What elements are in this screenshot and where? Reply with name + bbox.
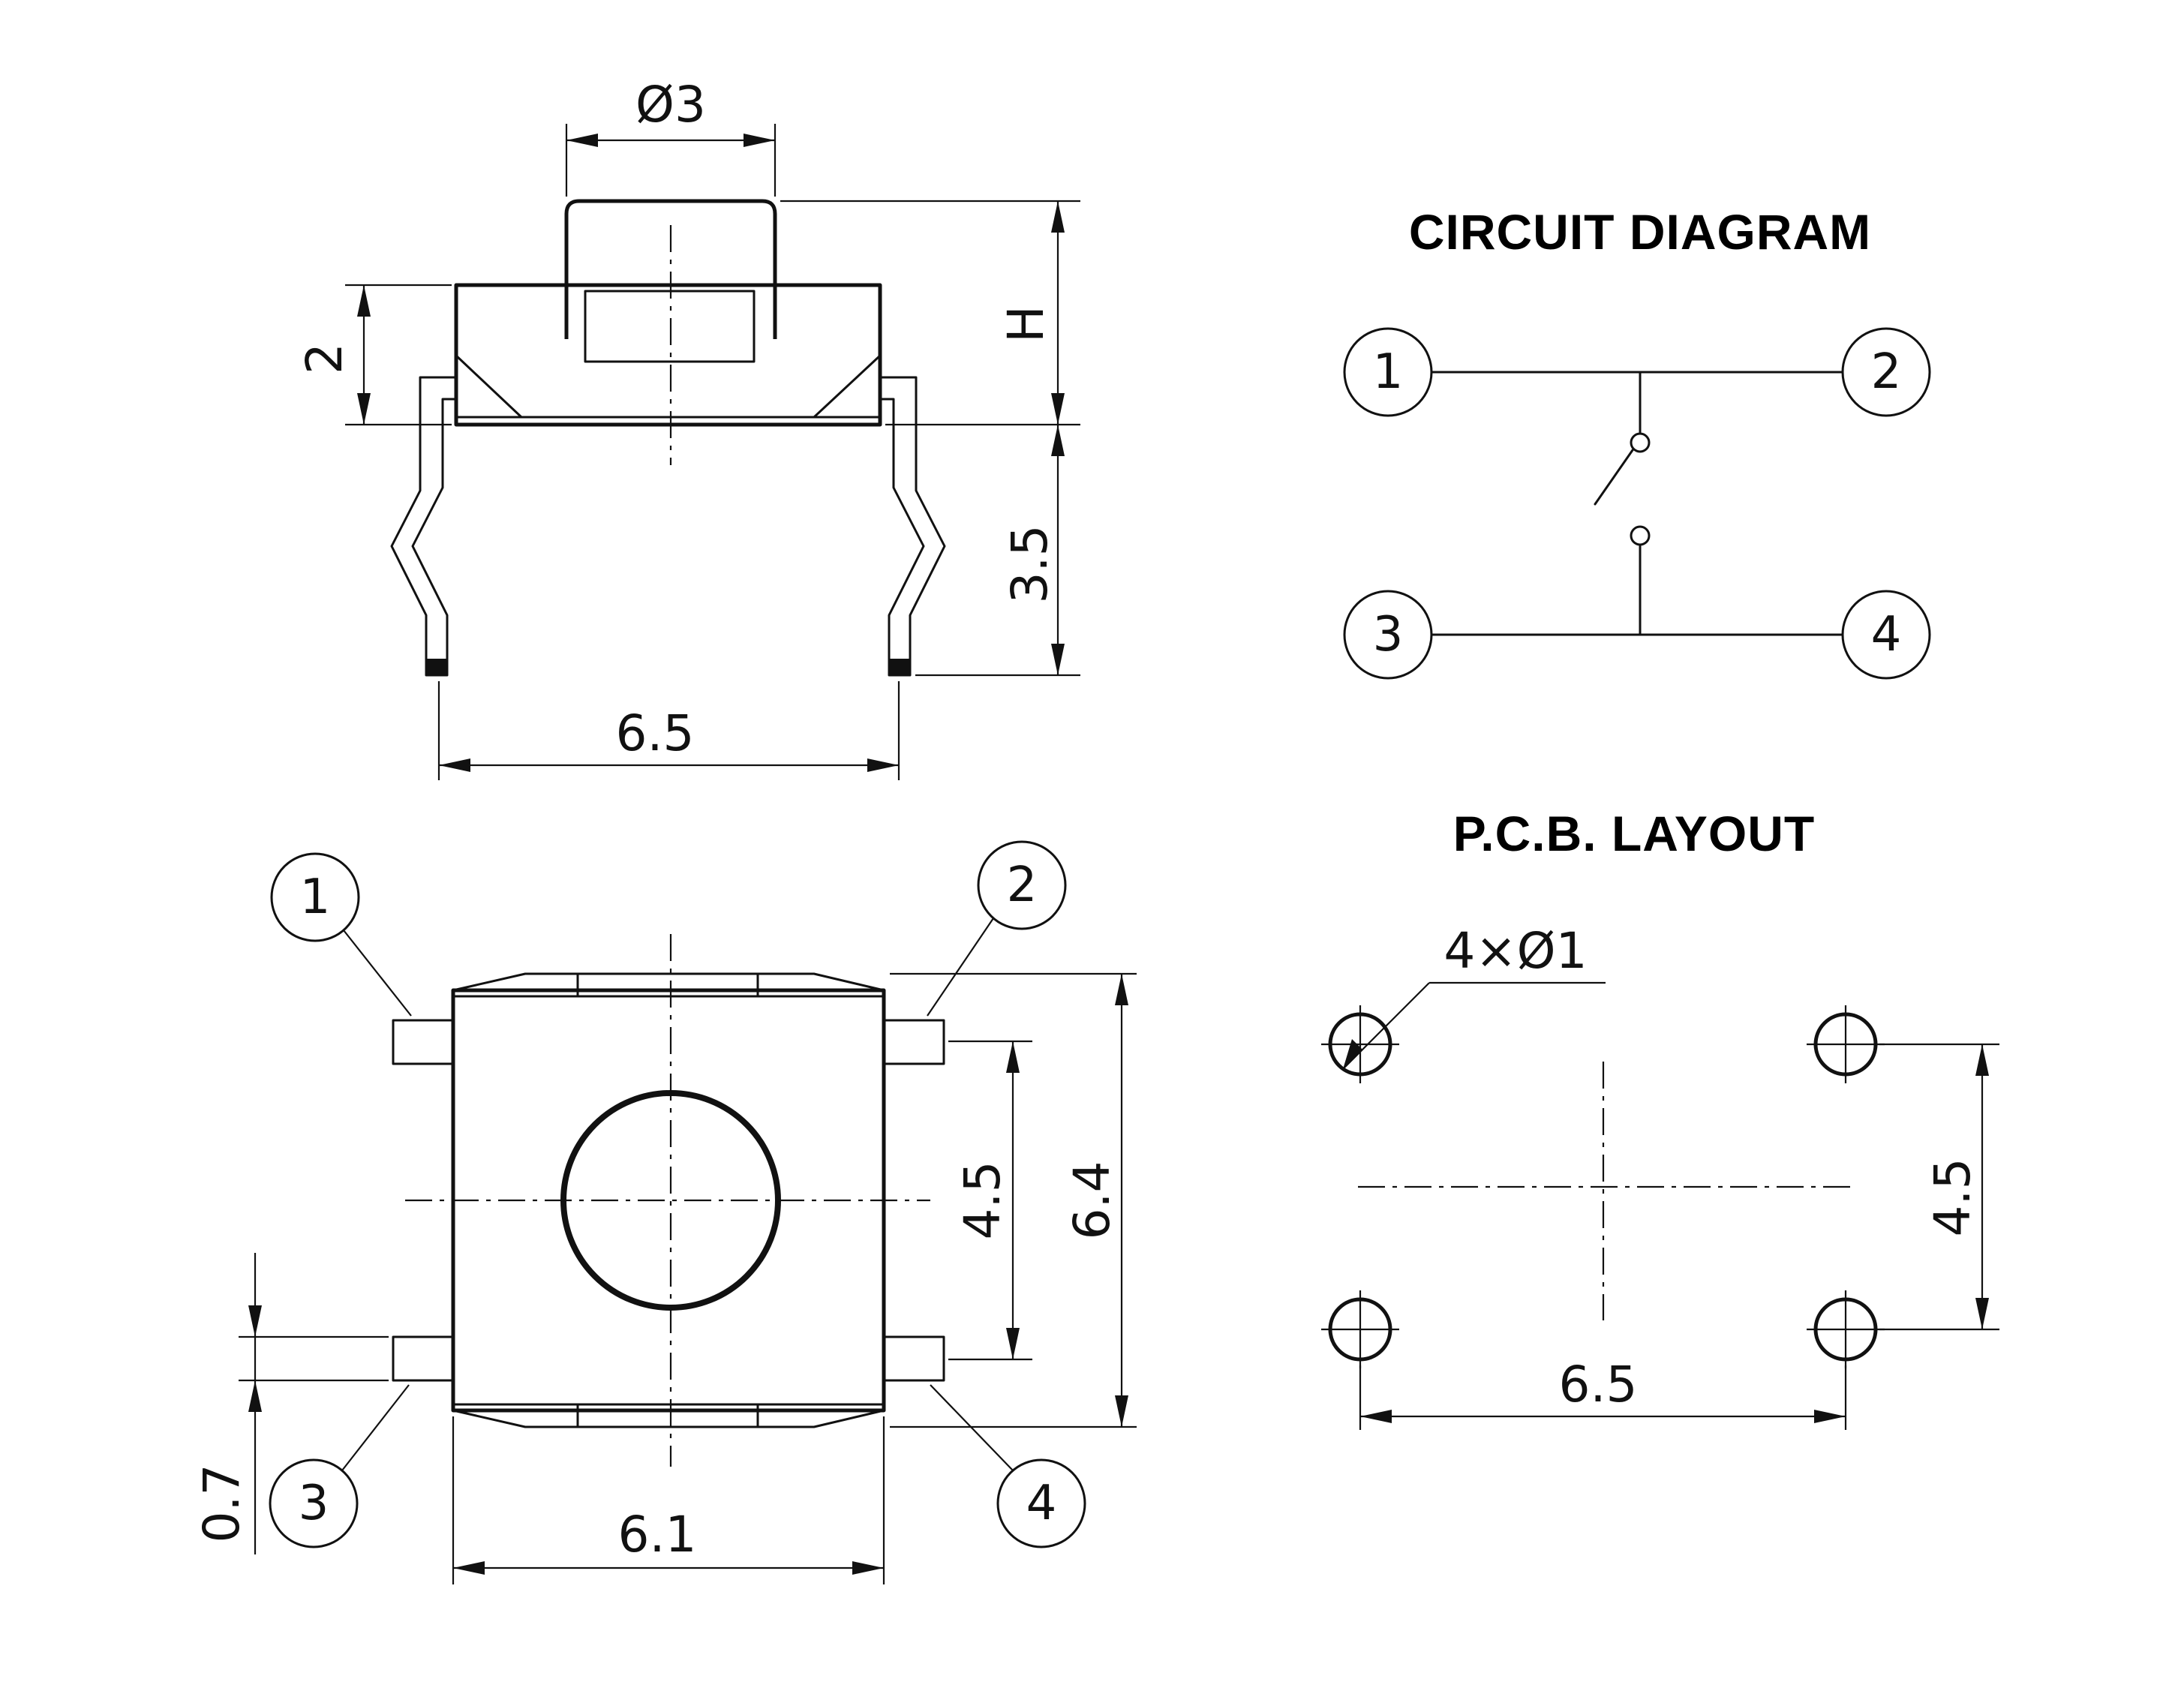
top-pin-3-callout: 3 bbox=[269, 1384, 410, 1548]
circuit-pin-2-label: 2 bbox=[1871, 344, 1902, 400]
lead-length-label: 3.5 bbox=[1001, 525, 1059, 604]
pcb-layout-title: P.C.B. LAYOUT bbox=[1453, 806, 1815, 861]
pcb-hole-top-right bbox=[1807, 1005, 1885, 1083]
pcb-vertical-pitch-label: 4.5 bbox=[1924, 1158, 1981, 1237]
top-pin-4-label: 4 bbox=[1026, 1476, 1057, 1531]
side-view: Ø3 2 H 3.5 6.5 bbox=[296, 76, 1080, 780]
circuit-pin-1: 1 bbox=[1343, 327, 1433, 417]
lead-span-label: 6.5 bbox=[616, 704, 695, 762]
actuator-diameter-label: Ø3 bbox=[635, 76, 706, 134]
circuit-diagram-title: CIRCUIT DIAGRAM bbox=[1409, 204, 1871, 260]
pin-width-label: 0.7 bbox=[193, 1464, 251, 1543]
circuit-pin-1-label: 1 bbox=[1373, 344, 1404, 400]
top-pin-1-label: 1 bbox=[300, 870, 331, 925]
top-pin-1-callout: 1 bbox=[270, 852, 412, 1017]
pcb-hole-bottom-left bbox=[1321, 1290, 1399, 1368]
top-pin-3-label: 3 bbox=[299, 1476, 329, 1531]
body-height-label: 2 bbox=[296, 343, 353, 374]
circuit-pin-4: 4 bbox=[1841, 590, 1931, 680]
top-pin-2-callout: 2 bbox=[927, 840, 1067, 1017]
pcb-horizontal-pitch-label: 6.5 bbox=[1559, 1356, 1638, 1413]
circuit-diagram: CIRCUIT DIAGRAM 1 2 3 4 bbox=[1343, 204, 1931, 680]
circuit-pin-4-label: 4 bbox=[1871, 607, 1902, 662]
circuit-pin-3: 3 bbox=[1343, 590, 1433, 680]
body-depth-label: 6.4 bbox=[1063, 1161, 1121, 1240]
hole-spec-label: 4×Ø1 bbox=[1443, 922, 1587, 980]
pcb-layout: P.C.B. LAYOUT 4×Ø1 bbox=[1321, 806, 1999, 1430]
circuit-pin-3-label: 3 bbox=[1373, 607, 1404, 662]
top-pin-4-callout: 4 bbox=[930, 1384, 1086, 1548]
top-view: 1 2 3 4 4.5 6.4 bbox=[193, 840, 1137, 1584]
total-height-label: H bbox=[997, 305, 1055, 343]
pcb-hole-top-left bbox=[1321, 1005, 1399, 1083]
pcb-hole-bottom-right bbox=[1807, 1290, 1885, 1368]
body-width-label: 6.1 bbox=[618, 1506, 697, 1563]
pin-pitch-label: 4.5 bbox=[954, 1161, 1011, 1240]
top-pin-2-label: 2 bbox=[1007, 858, 1038, 913]
circuit-pin-2: 2 bbox=[1841, 327, 1931, 417]
